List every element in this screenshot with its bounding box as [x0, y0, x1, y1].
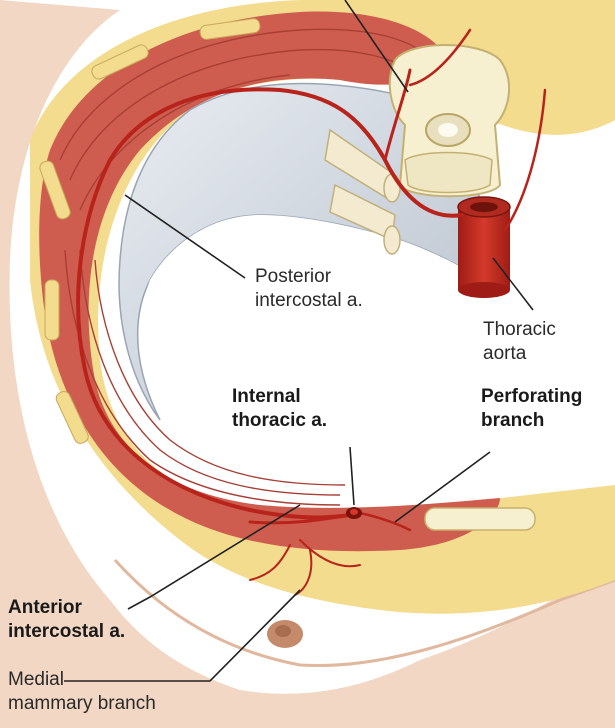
label-anterior-intercostal: Anterior intercostal a.: [8, 596, 125, 644]
label-medial-mammary-line2: mammary branch: [8, 692, 156, 716]
label-perforating-branch-line2: branch: [481, 409, 582, 433]
label-internal-thoracic: Internal thoracic a.: [232, 385, 327, 433]
nipple-center: [275, 625, 291, 637]
label-anterior-intercostal-line1: Anterior: [8, 596, 125, 620]
label-medial-mammary: Medial mammary branch: [8, 668, 156, 716]
label-thoracic-aorta: Thoracic aorta: [483, 318, 556, 366]
sternal-cartilage: [425, 508, 535, 530]
label-posterior-intercostal-line1: Posterior: [255, 265, 363, 289]
label-thoracic-aorta-line2: aorta: [483, 342, 556, 366]
label-anterior-intercostal-line2: intercostal a.: [8, 620, 125, 644]
label-perforating-branch: Perforating branch: [481, 385, 582, 433]
thoracic-aorta: [458, 197, 510, 298]
label-internal-thoracic-line2: thoracic a.: [232, 409, 327, 433]
label-posterior-intercostal: Posterior intercostal a.: [255, 265, 363, 313]
label-medial-mammary-line1: Medial: [8, 668, 156, 692]
label-thoracic-aorta-line1: Thoracic: [483, 318, 556, 342]
internal-thoracic-artery: [346, 507, 362, 519]
vertebra: [390, 45, 509, 196]
label-posterior-intercostal-line2: intercostal a.: [255, 289, 363, 313]
label-internal-thoracic-line1: Internal: [232, 385, 327, 409]
label-perforating-branch-line1: Perforating: [481, 385, 582, 409]
